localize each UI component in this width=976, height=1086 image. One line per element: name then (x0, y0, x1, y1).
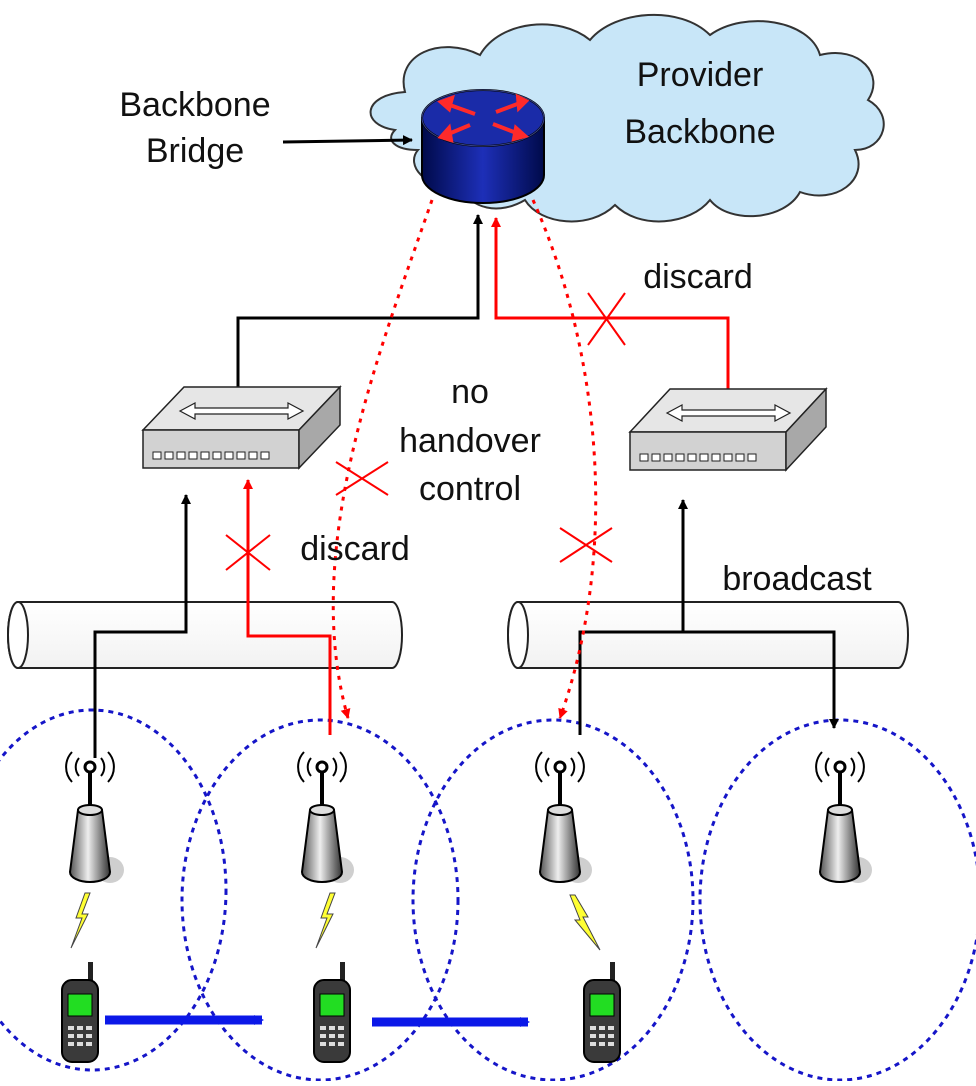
path-ap1-to-left-switch (93, 494, 191, 758)
switch-icon (628, 387, 828, 472)
cross-mark-icon (335, 461, 389, 496)
mobile-phone-icon (61, 962, 99, 1063)
lightning-icon (70, 892, 91, 949)
router-icon (421, 89, 545, 204)
access-point-icon (535, 751, 592, 883)
curve-bridge-to-ap2 (331, 199, 434, 719)
coverage-areas (0, 708, 976, 1082)
path-ap3-to-right-switch (578, 499, 688, 735)
red-paths (243, 217, 730, 735)
path-ap2-to-left-switch (243, 479, 332, 735)
access-point-4 (815, 751, 872, 883)
label-discard-left: discard (300, 530, 410, 568)
access-point-2 (297, 751, 354, 883)
path-left-switch-to-bridge (236, 214, 483, 388)
label-discard-top: discard (643, 258, 753, 296)
lightning-icon (569, 894, 601, 951)
label-handover: handover (399, 422, 541, 460)
label-control: control (419, 470, 521, 508)
backbone-bridge-router (421, 89, 545, 204)
backbone-bridge-pointer-arrow (282, 135, 413, 146)
mobile-phone-1 (61, 962, 99, 1063)
mobile-phone-2 (313, 962, 351, 1063)
lightning-bolts (70, 892, 601, 951)
access-point-3 (535, 751, 592, 883)
mobile-phone-3 (583, 962, 621, 1063)
right-switch (628, 387, 828, 472)
label-bridge: Bridge (146, 132, 244, 170)
curve-bridge-to-ap3 (531, 199, 598, 719)
lightning-icon (315, 892, 336, 949)
path-broadcast-to-ap4 (683, 630, 839, 729)
lan-segment-right (507, 601, 909, 669)
label-backbone-cloud: Backbone (624, 113, 775, 151)
handover-curves (331, 199, 598, 719)
mobile-phone-icon (583, 962, 621, 1063)
label-no: no (451, 373, 489, 411)
coverage-circle-4 (698, 718, 976, 1082)
label-backbone: Backbone (119, 86, 270, 124)
access-point-icon (815, 751, 872, 883)
cross-mark-icon (559, 527, 613, 563)
cross-mark-icon (587, 292, 626, 346)
left-switch (141, 385, 342, 470)
access-point-1 (65, 751, 124, 883)
black-paths (93, 214, 839, 758)
label-provider: Provider (637, 56, 764, 94)
coverage-circle-1 (0, 708, 228, 1072)
mobile-phone-icon (313, 962, 351, 1063)
coverage-circle-2 (180, 718, 460, 1082)
cross-marks (225, 292, 626, 571)
cross-mark-icon (225, 534, 271, 571)
access-point-icon (297, 751, 354, 883)
path-right-switch-to-bridge (491, 217, 730, 390)
label-broadcast: broadcast (722, 560, 872, 598)
access-point-icon (65, 751, 124, 883)
switch-icon (141, 385, 342, 470)
coverage-circle-3 (411, 718, 695, 1082)
labels: Backbone Bridge Provider Backbone discar… (119, 56, 872, 598)
movement-arrows (105, 1015, 530, 1027)
lan-segment-left (7, 601, 403, 669)
